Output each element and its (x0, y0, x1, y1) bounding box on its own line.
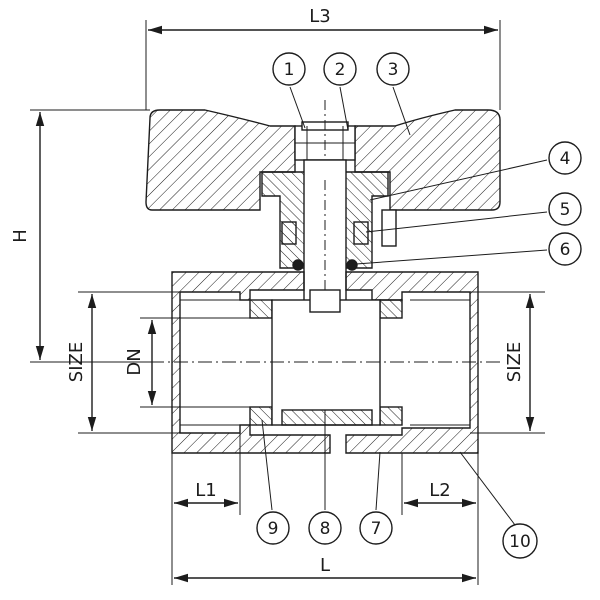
ptfe-seat-left-bottom (249, 406, 273, 426)
svg-text:8: 8 (320, 519, 331, 539)
dim-label-size-right: SIZE (504, 342, 525, 382)
ball-bore-bottom (281, 409, 373, 426)
end-connector-right (345, 271, 479, 454)
ptfe-seat-left (249, 299, 273, 319)
svg-text:3: 3 (388, 60, 399, 80)
o-ring-left-bottom (292, 259, 304, 271)
svg-text:6: 6 (560, 240, 571, 260)
callout-5: 5 (548, 192, 582, 226)
svg-text:10: 10 (509, 532, 531, 552)
callout-4: 4 (548, 141, 582, 175)
butterfly-handle (145, 109, 296, 211)
svg-text:4: 4 (560, 149, 571, 169)
callout-10: 10 (502, 523, 538, 559)
svg-text:2: 2 (335, 60, 346, 80)
dim-label-l: L (320, 555, 330, 576)
ptfe-seat-right (379, 299, 403, 319)
svg-text:9: 9 (268, 519, 279, 539)
o-ring-right-bottom (346, 259, 358, 271)
dim-label-dn: DN (124, 348, 145, 375)
ptfe-seat-right-bottom (379, 406, 403, 426)
dim-label-l1: L1 (195, 480, 216, 501)
dim-label-l3: L3 (309, 6, 330, 27)
callout-6: 6 (548, 232, 582, 266)
dim-label-size-left: SIZE (66, 342, 87, 382)
callout-9: 9 (256, 511, 290, 545)
dim-label-h: H (10, 229, 31, 243)
callout-7: 7 (359, 511, 393, 545)
handle-stop-tab (381, 209, 397, 247)
svg-text:5: 5 (560, 200, 571, 220)
butterfly-handle-right (354, 109, 501, 211)
svg-text:1: 1 (284, 60, 295, 80)
callout-8: 8 (308, 511, 342, 545)
callout-1: 1 (272, 52, 306, 86)
dim-label-l2: L2 (429, 480, 450, 501)
o-ring-left-top (281, 221, 297, 245)
callout-3: 3 (376, 52, 410, 86)
o-ring-right-top (353, 221, 369, 245)
svg-text:7: 7 (371, 519, 382, 539)
callout-2: 2 (323, 52, 357, 86)
stem-key (309, 289, 341, 313)
